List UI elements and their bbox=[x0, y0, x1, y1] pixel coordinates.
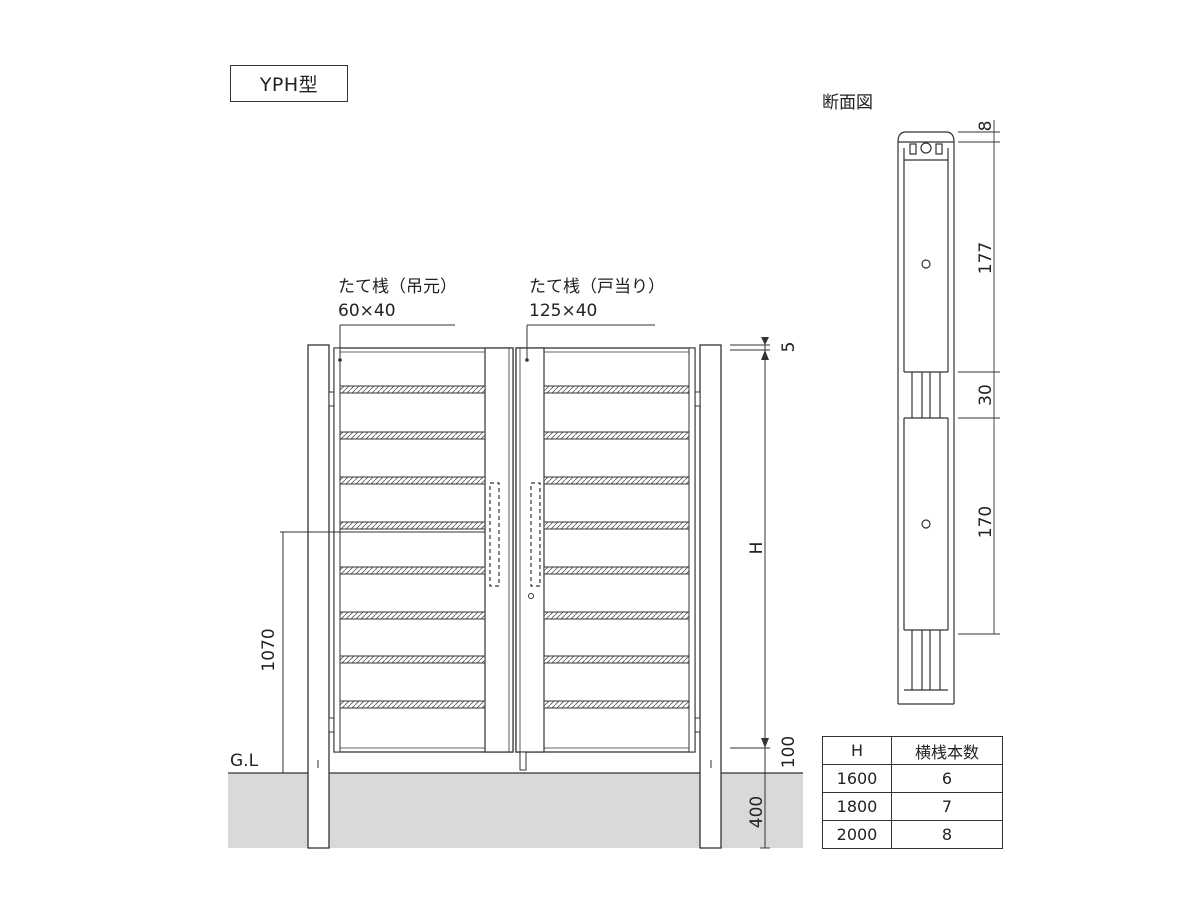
dim-bottom-gap: 100 bbox=[779, 736, 799, 768]
horizontal-slat bbox=[543, 655, 690, 664]
slat-count-table: H 横桟本数 1600 6 1800 7 2000 8 bbox=[822, 736, 1003, 849]
table-header-slat-count: 横桟本数 bbox=[891, 736, 1003, 765]
section-title: 断面図 bbox=[822, 93, 873, 113]
table-cell-height: 1600 bbox=[822, 764, 892, 793]
table-cell-count: 8 bbox=[891, 820, 1003, 849]
dim-embed-depth: 400 bbox=[747, 796, 767, 828]
section-profile bbox=[897, 131, 955, 705]
horizontal-slat bbox=[543, 431, 690, 440]
left-gate-leaf bbox=[333, 347, 514, 753]
keyhole bbox=[528, 593, 534, 599]
horizontal-slat bbox=[543, 521, 690, 530]
horizontal-slat bbox=[339, 521, 486, 530]
dim-handle-height: 1070 bbox=[259, 628, 279, 671]
table-header-height: H bbox=[822, 736, 892, 765]
horizontal-slats bbox=[339, 385, 690, 709]
latch-stile-size: 125×40 bbox=[529, 301, 597, 321]
hinge-right-bottom bbox=[694, 717, 701, 733]
hinge-left-bottom bbox=[328, 717, 335, 733]
hinge-left-top bbox=[328, 391, 335, 407]
horizontal-slat bbox=[339, 566, 486, 575]
latch-stile-right bbox=[515, 347, 545, 753]
hinge-stile-size: 60×40 bbox=[338, 301, 396, 321]
horizontal-slat bbox=[543, 476, 690, 485]
table-row: 1600 6 bbox=[822, 764, 1003, 793]
dim-section-upper: 177 bbox=[976, 242, 996, 274]
table-cell-count: 6 bbox=[891, 764, 1003, 793]
dim-top-gap: 5 bbox=[779, 342, 799, 353]
model-label: YPH型 bbox=[230, 65, 348, 102]
horizontal-slat bbox=[339, 655, 486, 664]
left-post bbox=[307, 344, 330, 849]
right-post bbox=[699, 344, 722, 849]
dim-section-cap: 8 bbox=[976, 121, 996, 132]
horizontal-slat bbox=[543, 385, 690, 394]
horizontal-slat bbox=[543, 611, 690, 620]
horizontal-slat bbox=[339, 476, 486, 485]
horizontal-slat bbox=[543, 700, 690, 709]
hinge-stile-right bbox=[688, 347, 696, 753]
table-row: 2000 8 bbox=[822, 820, 1003, 849]
horizontal-slat bbox=[339, 431, 486, 440]
table-cell-count: 7 bbox=[891, 792, 1003, 821]
horizontal-slat bbox=[543, 566, 690, 575]
hinge-stile-name: たて桟（吊元） bbox=[338, 277, 457, 297]
table-cell-height: 2000 bbox=[822, 820, 892, 849]
dim-height: H bbox=[747, 542, 767, 555]
horizontal-slat bbox=[339, 385, 486, 394]
hinge-right-top bbox=[694, 391, 701, 407]
dim-section-joint: 30 bbox=[976, 384, 996, 406]
ground-label: G.L bbox=[230, 751, 259, 771]
horizontal-slat bbox=[339, 611, 486, 620]
table-row: 1800 7 bbox=[822, 792, 1003, 821]
table-cell-height: 1800 bbox=[822, 792, 892, 821]
drop-bolt bbox=[519, 751, 527, 771]
hinge-stile-left bbox=[333, 347, 341, 753]
latch-stile-name: たて桟（戸当り） bbox=[529, 277, 665, 297]
right-gate-leaf bbox=[515, 347, 696, 753]
dim-section-lower: 170 bbox=[976, 506, 996, 538]
horizontal-slat bbox=[339, 700, 486, 709]
